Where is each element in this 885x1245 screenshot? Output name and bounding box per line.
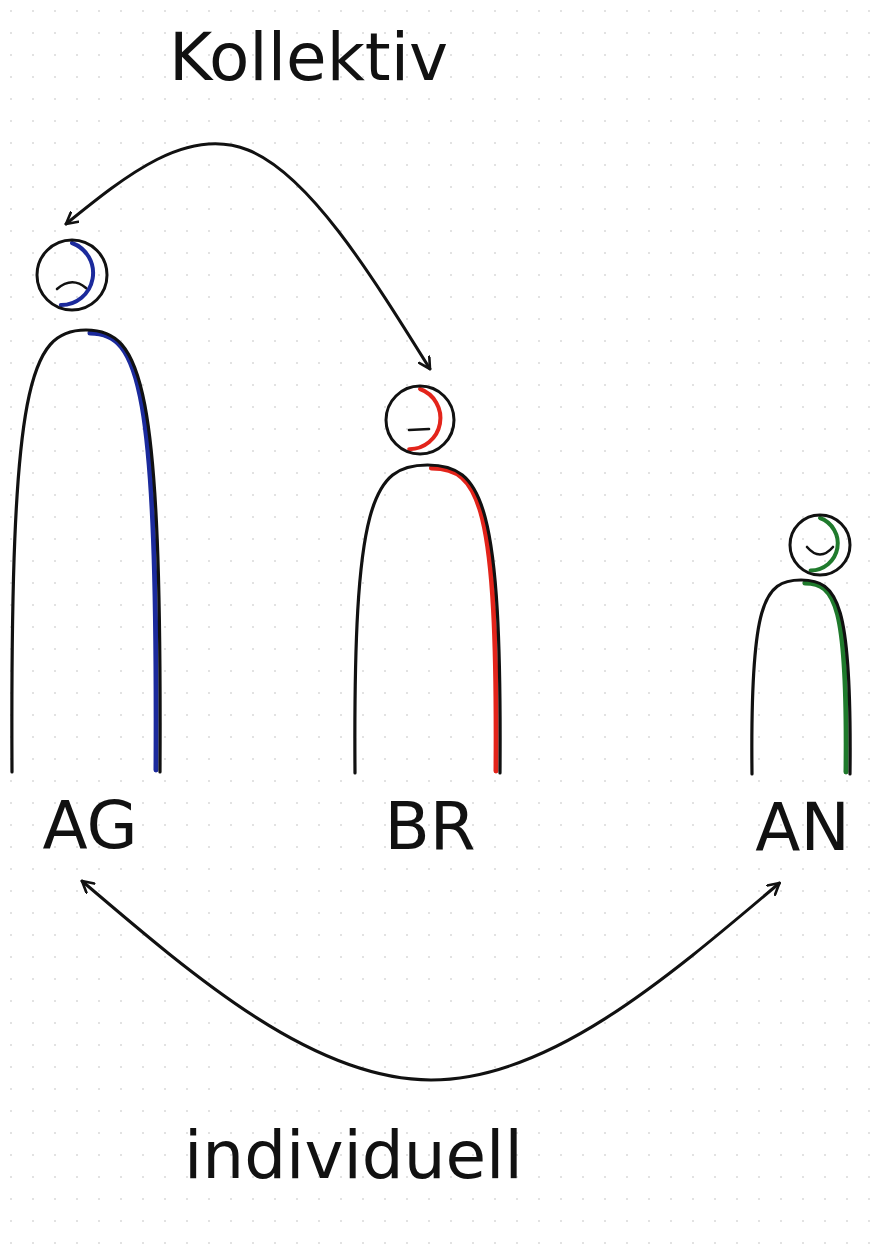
face-mouth <box>807 547 833 555</box>
curved-arrow <box>82 881 780 1080</box>
figure-label: BR <box>350 791 510 864</box>
stick-figure <box>10 238 170 772</box>
stick-figure <box>745 512 860 774</box>
body-outline <box>752 580 850 774</box>
body-outline <box>355 465 500 773</box>
person-figure: BR <box>350 383 510 868</box>
figure-label: AG <box>10 790 170 863</box>
head-shading <box>61 243 93 305</box>
head-shading <box>409 389 440 449</box>
person-figure: AG <box>10 238 170 867</box>
stick-figure <box>350 383 510 773</box>
body-shading <box>90 333 156 770</box>
head-shading <box>811 518 838 570</box>
body-shading <box>432 468 497 771</box>
head-outline <box>790 515 850 575</box>
arrow-label: individuell <box>180 1120 527 1193</box>
head-outline <box>386 386 454 454</box>
person-figure: AN <box>745 512 860 869</box>
face-mouth <box>57 282 86 289</box>
face-mouth <box>409 429 429 430</box>
figure-label: AN <box>745 792 860 865</box>
head-outline <box>37 240 107 310</box>
body-outline <box>12 330 160 772</box>
arrow-label: Kollektiv <box>165 22 452 95</box>
curved-arrow <box>66 144 430 369</box>
